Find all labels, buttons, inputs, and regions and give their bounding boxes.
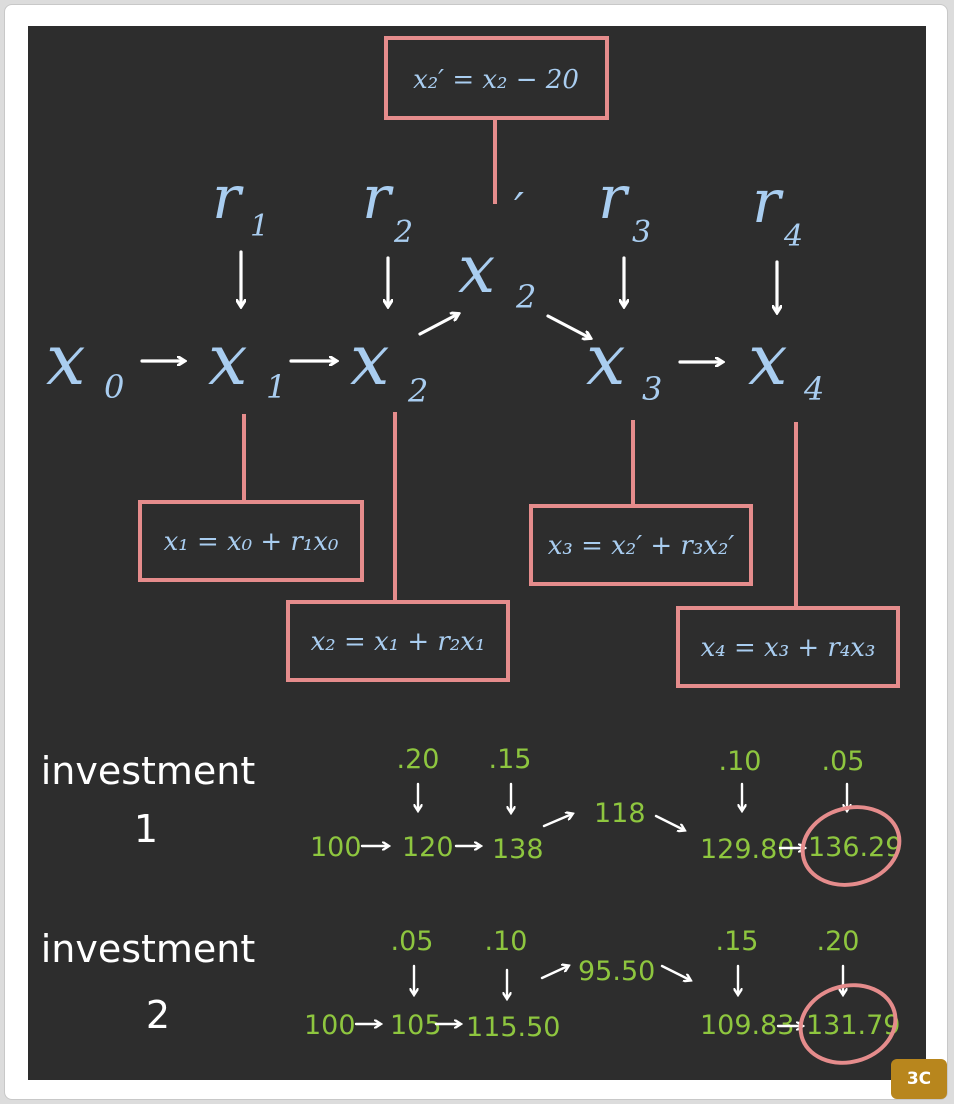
node-x2: x 2 bbox=[350, 319, 428, 410]
node-x2-letter: x bbox=[350, 319, 389, 401]
formula-box-1 bbox=[138, 500, 364, 582]
investment-1-number: 1 bbox=[134, 807, 158, 851]
inv2-value-4: 95.50 bbox=[578, 956, 655, 987]
formula-box-4 bbox=[676, 606, 900, 688]
formula-box-3 bbox=[529, 504, 753, 586]
node-x3-letter: x bbox=[586, 319, 625, 401]
rate-r2-letter: r bbox=[362, 163, 394, 233]
inv2-rate-4: .20 bbox=[817, 926, 860, 957]
inv1-value-3: 138 bbox=[492, 834, 544, 865]
rate-r4-sub: 4 bbox=[783, 219, 803, 254]
node-x1: x 1 bbox=[208, 319, 286, 406]
formula-2: x₂ = x₁ + r₂x₁ bbox=[311, 627, 486, 657]
rate-r2-sub: 2 bbox=[393, 215, 413, 250]
rate-r4: r 4 bbox=[752, 167, 803, 254]
investment-1-label: investment bbox=[41, 749, 256, 793]
node-x2-prime-sub: 2 bbox=[515, 278, 536, 316]
inv1-flow-arrow-4 bbox=[654, 814, 684, 830]
rate-r3: r 3 bbox=[598, 163, 651, 250]
rate-r1: r 1 bbox=[212, 163, 269, 244]
inv2-rate-3: .15 bbox=[716, 926, 759, 957]
node-x3: x 3 bbox=[586, 319, 662, 408]
rate-r4-letter: r bbox=[752, 167, 784, 237]
node-x2-prime-mark: ′ bbox=[514, 184, 524, 235]
inv2-result-circle bbox=[798, 983, 898, 1065]
slide-badge: 3C bbox=[891, 1059, 947, 1099]
rate-r2: r 2 bbox=[362, 163, 413, 250]
inv2-value-2: 105 bbox=[390, 1010, 442, 1041]
inv1-rate-4: .05 bbox=[822, 746, 865, 777]
chalkboard bbox=[28, 26, 926, 1080]
investment-2: investment 2 .05 .10 .15 .20 100 105 115… bbox=[41, 926, 900, 1065]
inv2-value-6: 131.79 bbox=[806, 1010, 900, 1041]
rate-r3-letter: r bbox=[598, 163, 630, 233]
inv2-rate-1: .05 bbox=[391, 926, 434, 957]
flow-arrow-x2prime-x3 bbox=[546, 314, 590, 338]
inv1-rate-1: .20 bbox=[397, 744, 440, 775]
inv1-rate-3: .10 bbox=[719, 746, 762, 777]
inv1-flow-arrow-3 bbox=[542, 814, 572, 828]
formula-box-2 bbox=[286, 600, 510, 682]
node-x4-letter: x bbox=[748, 319, 787, 401]
investment-1: investment 1 .20 .15 .10 .05 100 120 138… bbox=[41, 744, 902, 887]
node-x2-sub: 2 bbox=[407, 372, 428, 410]
inv2-rate-2: .10 bbox=[485, 926, 528, 957]
inv1-value-2: 120 bbox=[402, 832, 454, 863]
inv1-value-4: 118 bbox=[594, 798, 646, 829]
formula-3: x₃ = x₂′ + r₃x₂′ bbox=[548, 531, 735, 561]
node-x3-sub: 3 bbox=[642, 370, 662, 408]
node-x0: x 0 bbox=[46, 319, 124, 406]
node-x0-letter: x bbox=[46, 319, 85, 401]
node-x4: x 4 bbox=[748, 319, 824, 408]
node-x4-sub: 4 bbox=[803, 370, 824, 408]
inv1-value-6: 136.29 bbox=[808, 832, 902, 863]
investment-2-label: investment bbox=[41, 927, 256, 971]
rate-r3-sub: 3 bbox=[632, 215, 651, 250]
inv2-value-3: 115.50 bbox=[466, 1012, 560, 1043]
rate-r1-letter: r bbox=[212, 163, 244, 233]
node-x1-letter: x bbox=[208, 319, 247, 401]
inv2-flow-arrow-4 bbox=[660, 964, 690, 980]
node-x2-prime-letter: x bbox=[458, 231, 495, 308]
formula-1: x₁ = x₀ + r₁x₀ bbox=[164, 527, 339, 557]
node-x0-sub: 0 bbox=[104, 368, 124, 406]
inv1-result-circle bbox=[800, 805, 902, 887]
flow-arrow-x2-x2prime bbox=[418, 314, 458, 336]
inv2-value-1: 100 bbox=[304, 1010, 356, 1041]
inv1-value-1: 100 bbox=[310, 832, 362, 863]
node-x1-sub: 1 bbox=[266, 368, 286, 406]
adjustment-formula: x₂′ = x₂ − 20 bbox=[413, 65, 579, 95]
node-x2-prime: x ′ 2 bbox=[458, 184, 536, 316]
formula-4: x₄ = x₃ + r₄x₃ bbox=[701, 633, 876, 663]
inv2-flow-arrow-3 bbox=[540, 966, 568, 980]
inv1-value-5: 129.80 bbox=[700, 834, 794, 865]
inv1-rate-2: .15 bbox=[489, 744, 532, 775]
investment-2-number: 2 bbox=[146, 993, 170, 1037]
rate-r1-sub: 1 bbox=[250, 209, 269, 244]
